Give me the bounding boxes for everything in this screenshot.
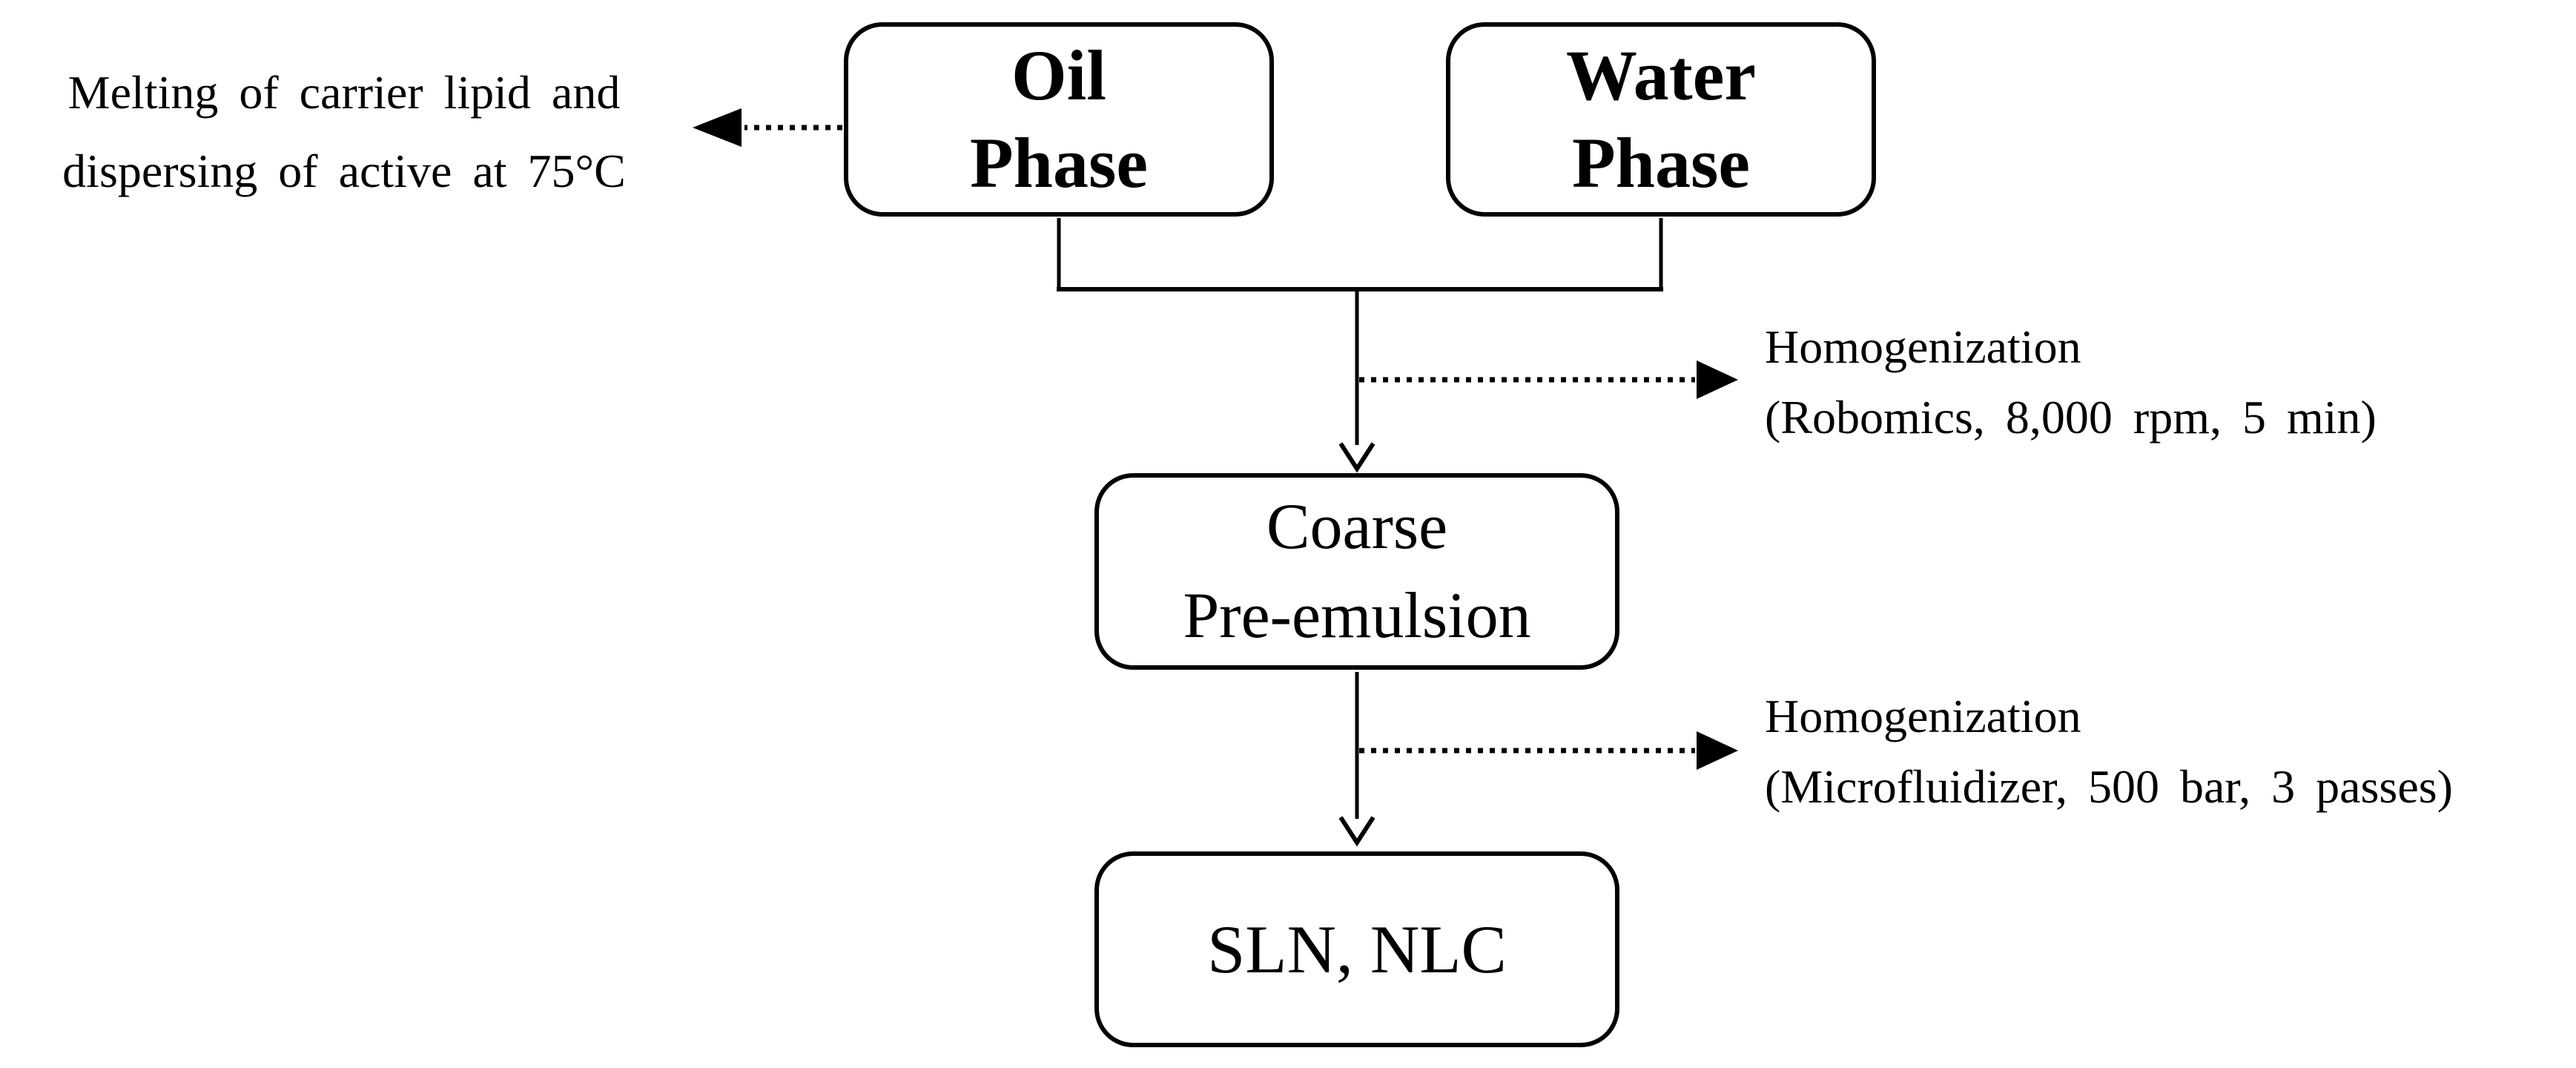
homogenization-2-note: Homogenization (Microfluidizer, 500 bar,… [1765,681,2453,822]
coarse-label-line1: Coarse [1266,490,1448,563]
melting-note-line2: dispersing of active at 75°C [62,145,626,197]
down-arrow-1-head-icon [1338,442,1375,473]
sln-nlc-box: SLN, NLC [1094,851,1619,1047]
water-phase-box: Water Phase [1446,22,1876,217]
melting-note-line1: Melting of carrier lipid and [67,66,621,119]
oil-phase-label-line1: Oil [1011,36,1106,115]
homogenization-1-note: Homogenization (Robomics, 8,000 rpm, 5 m… [1765,312,2377,452]
water-phase-label-line2: Phase [1572,123,1750,202]
homogenization-1-line1: Homogenization [1765,320,2081,373]
coarse-pre-emulsion-box: Coarse Pre-emulsion [1094,473,1619,670]
down-arrow-2-head-icon [1338,816,1375,847]
sln-nlc-label: SLN, NLC [1207,912,1507,987]
oil-phase-label-line2: Phase [970,123,1148,202]
homogenization-2-line2: (Microfluidizer, 500 bar, 3 passes) [1765,760,2453,813]
coarse-label-line2: Pre-emulsion [1183,579,1531,652]
dotted-arrow-melting-head-icon [693,108,742,147]
water-phase-label-line1: Water [1566,36,1756,115]
dotted-arrow-homog1-head-icon [1697,360,1738,399]
dotted-arrow-homog2-head-icon [1697,731,1738,770]
melting-note: Melting of carrier lipid and dispersing … [13,53,675,211]
oil-phase-box: Oil Phase [844,22,1274,217]
homogenization-1-line2: (Robomics, 8,000 rpm, 5 min) [1765,391,2377,444]
homogenization-2-line1: Homogenization [1765,690,2081,742]
